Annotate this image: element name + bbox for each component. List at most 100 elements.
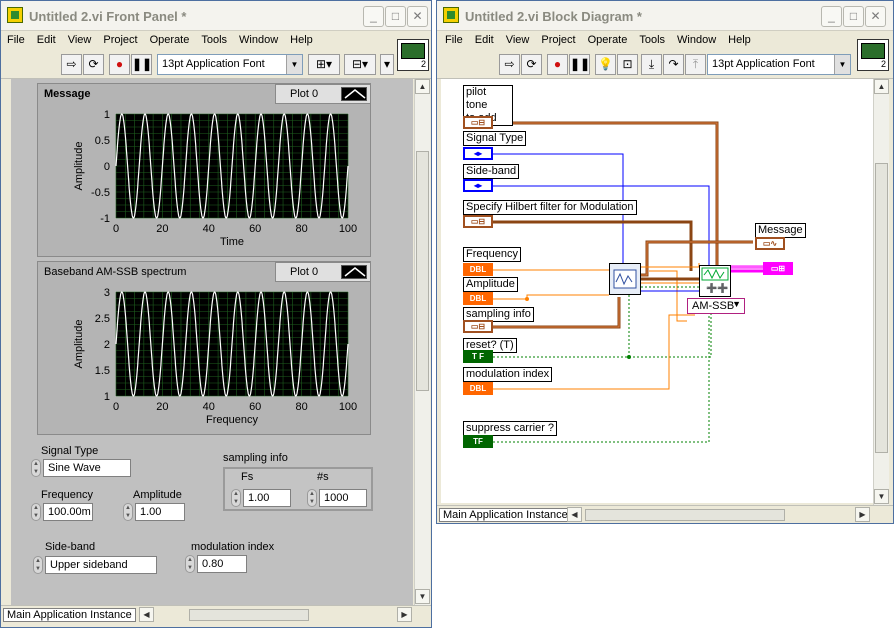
ns-field[interactable]: 1000 — [319, 489, 367, 507]
fs-stepper[interactable]: ▲▼ — [231, 489, 241, 507]
menu-window[interactable]: Window — [677, 34, 717, 46]
step-out-icon[interactable]: ⤒ — [685, 54, 706, 75]
scroll-up-icon[interactable]: ▲ — [415, 79, 430, 94]
menu-edit[interactable]: Edit — [36, 34, 56, 46]
suppress-carrier-terminal[interactable]: TF — [463, 435, 493, 448]
menu-window[interactable]: Window — [239, 34, 279, 46]
application-instance[interactable]: Main Application Instance — [439, 508, 572, 522]
frequency-terminal[interactable]: DBL — [463, 263, 493, 276]
sampling-info-cluster[interactable]: Fs ▲▼ 1.00 #s ▲▼ 1000 — [223, 467, 373, 511]
step-into-icon[interactable]: ⤓ — [641, 54, 662, 75]
run-arrow-icon[interactable]: ⇨ — [61, 54, 82, 75]
vi-icon[interactable]: 2 — [857, 39, 889, 71]
run-arrow-icon[interactable]: ⇨ — [499, 54, 520, 75]
menu-operate[interactable]: Operate — [587, 34, 628, 46]
menu-tools[interactable]: Tools — [639, 34, 666, 46]
amplitude-label: Amplitude — [133, 489, 182, 501]
menu-help[interactable]: Help — [728, 34, 751, 46]
hscroll-thumb[interactable] — [585, 509, 785, 521]
sideband-stepper[interactable]: ▲▼ — [33, 556, 43, 574]
menu-project[interactable]: Project — [103, 34, 138, 46]
menu-operate[interactable]: Operate — [149, 34, 190, 46]
menu-edit[interactable]: Edit — [474, 34, 494, 46]
scroll-right-icon[interactable]: ▶ — [855, 507, 870, 522]
signal-type-ring[interactable]: Sine Wave — [43, 459, 131, 477]
scroll-right-icon[interactable]: ▶ — [397, 607, 412, 622]
application-instance[interactable]: Main Application Instance — [3, 608, 136, 622]
signal-type-stepper[interactable]: ▲▼ — [31, 459, 41, 477]
menu-help[interactable]: Help — [290, 34, 313, 46]
amplitude-stepper[interactable]: ▲▼ — [123, 503, 133, 521]
signal-type-terminal[interactable]: ◂▸ — [463, 147, 493, 160]
am-ssb-modulation-vi[interactable]: ➕➕ — [699, 265, 731, 297]
retain-wire-values-icon[interactable]: ⊡ — [617, 54, 638, 75]
highlight-execution-icon[interactable]: 💡 — [595, 54, 616, 75]
am-ssb-ring-constant[interactable]: AM-SSB▼ — [687, 298, 745, 314]
font-selector[interactable]: 13pt Application Font ▼ — [157, 54, 303, 75]
block-diagram-titlebar[interactable]: Untitled 2.vi Block Diagram * _ □ ✕ — [437, 1, 893, 31]
align-objects-icon[interactable]: ⊞▾ — [308, 54, 340, 75]
ns-stepper[interactable]: ▲▼ — [307, 489, 317, 507]
close-button[interactable]: ✕ — [865, 6, 886, 27]
frequency-stepper[interactable]: ▲▼ — [31, 503, 41, 521]
frequency-field[interactable]: 100.00m — [43, 503, 93, 521]
scroll-left-icon[interactable]: ◀ — [567, 507, 582, 522]
block-diagram-vscrollbar[interactable]: ▲ ▼ — [873, 79, 889, 505]
plot-legend[interactable]: Plot 0 — [275, 262, 371, 282]
scroll-up-icon[interactable]: ▲ — [874, 79, 889, 94]
scroll-down-icon[interactable]: ▼ — [415, 589, 430, 604]
scroll-thumb[interactable] — [875, 163, 888, 453]
hilbert-filter-terminal[interactable]: ▭⊟ — [463, 215, 493, 228]
amplitude-field[interactable]: 1.00 — [135, 503, 185, 521]
sideband-terminal[interactable]: ◂▸ — [463, 179, 493, 192]
maximize-button[interactable]: □ — [843, 6, 864, 27]
distribute-objects-icon[interactable]: ⊟▾ — [344, 54, 376, 75]
minimize-button[interactable]: _ — [821, 6, 842, 27]
close-button[interactable]: ✕ — [407, 6, 428, 27]
resize-objects-icon[interactable]: ▾ — [380, 54, 394, 75]
abort-icon[interactable]: ● — [547, 54, 568, 75]
vi-icon[interactable]: 2 — [397, 39, 429, 71]
fs-field[interactable]: 1.00 — [243, 489, 291, 507]
step-over-icon[interactable]: ↷ — [663, 54, 684, 75]
menu-file[interactable]: File — [445, 34, 463, 46]
modulation-index-field[interactable]: 0.80 — [197, 555, 247, 573]
sampling-info-terminal[interactable]: ▭⊟ — [463, 320, 493, 333]
pause-icon[interactable]: ❚❚ — [131, 54, 152, 75]
abort-icon[interactable]: ● — [109, 54, 130, 75]
font-selector[interactable]: 13pt Application Font ▼ — [707, 54, 851, 75]
menu-project[interactable]: Project — [541, 34, 576, 46]
block-diagram-canvas[interactable]: pilot tone to add ▭⊟ Signal Type ◂▸ Side… — [441, 79, 873, 503]
pilot-tone-terminal[interactable]: ▭⊟ — [463, 116, 493, 129]
modulation-index-terminal[interactable]: DBL — [463, 382, 493, 395]
menu-view[interactable]: View — [67, 34, 92, 46]
minimize-button[interactable]: _ — [363, 6, 384, 27]
sideband-ring[interactable]: Upper sideband — [45, 556, 157, 574]
plot-legend[interactable]: Plot 0 — [275, 84, 371, 104]
front-panel-vscrollbar[interactable]: ▲ ▼ — [414, 79, 430, 605]
reset-terminal[interactable]: T F — [463, 350, 493, 363]
message-indicator-terminal[interactable]: ▭∿ — [755, 237, 785, 250]
pause-icon[interactable]: ❚❚ — [569, 54, 590, 75]
simulate-signal-express-vi[interactable] — [609, 263, 641, 295]
scroll-left-icon[interactable]: ◀ — [139, 607, 154, 622]
maximize-button[interactable]: □ — [385, 6, 406, 27]
scroll-down-icon[interactable]: ▼ — [874, 489, 889, 504]
front-panel-titlebar[interactable]: Untitled 2.vi Front Panel * _ □ ✕ — [1, 1, 431, 31]
spectrum-indicator-terminal[interactable]: ▭⊞ — [763, 262, 793, 275]
modulation-index-stepper[interactable]: ▲▼ — [185, 555, 195, 573]
scroll-thumb[interactable] — [416, 151, 429, 391]
menu-view[interactable]: View — [505, 34, 530, 46]
menu-tools[interactable]: Tools — [201, 34, 228, 46]
menu-file[interactable]: File — [7, 34, 25, 46]
hscroll-thumb[interactable] — [189, 609, 309, 621]
x-tick-label: 100 — [339, 223, 357, 235]
run-continuously-icon[interactable]: ⟳ — [521, 54, 542, 75]
amplitude-terminal[interactable]: DBL — [463, 292, 493, 305]
run-continuously-icon[interactable]: ⟳ — [83, 54, 104, 75]
